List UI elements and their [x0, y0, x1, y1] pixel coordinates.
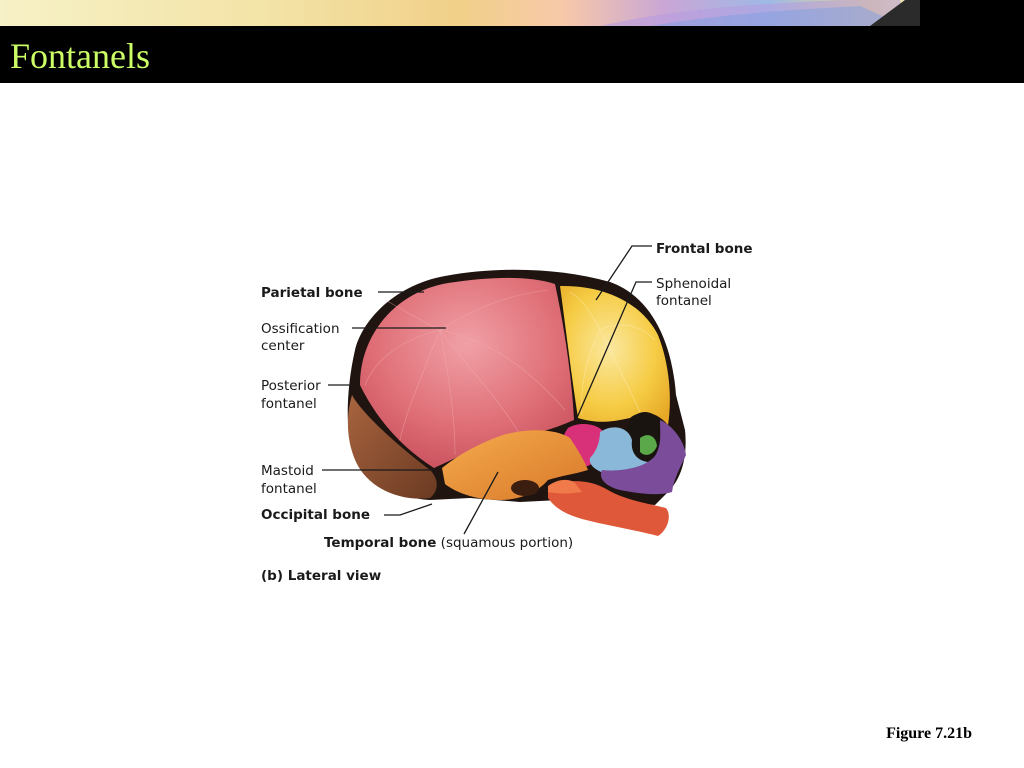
label-sphenoidal-fontanel-line1: Sphenoidal [656, 276, 731, 292]
view-caption-letter: (b) [261, 568, 283, 584]
parietal-bone [360, 277, 574, 468]
figure-reference: Figure 7.21b [886, 725, 972, 742]
view-caption-name: Lateral view [283, 568, 381, 584]
label-mastoid-fontanel-line2: fontanel [261, 481, 317, 497]
label-ossification-center-line2: center [261, 338, 305, 354]
leader-occipital-bone [384, 503, 433, 516]
ethmoid-bone [640, 435, 657, 455]
ear-canal [511, 480, 539, 496]
label-posterior-fontanel-line2: fontanel [261, 396, 317, 412]
mandible-ramus [548, 479, 582, 494]
label-frontal-bone: Frontal bone [656, 241, 753, 257]
temporal-bone [442, 430, 588, 500]
parietal-texture [364, 289, 566, 456]
leader-temporal-bone [463, 471, 499, 535]
label-temporal-bone: Temporal bone (squamous portion) [324, 535, 573, 551]
maxilla-bone [600, 420, 686, 495]
label-posterior-fontanel-line1: Posterior [261, 378, 321, 394]
top-decorative-strip [0, 0, 1024, 26]
leader-sphenoidal-fontanel [575, 281, 652, 421]
occipital-bone [347, 395, 437, 499]
frontal-bone [560, 285, 670, 425]
leader-frontal-bone [595, 245, 652, 301]
label-temporal-bone-name: Temporal bone [324, 535, 436, 551]
label-occipital-bone: Occipital bone [261, 507, 370, 523]
zygomatic-bone [589, 427, 650, 477]
label-sphenoidal-fontanel-line2: fontanel [656, 293, 712, 309]
label-ossification-center-line1: Ossification [261, 321, 340, 337]
slide-title: Fontanels [10, 36, 150, 76]
label-mastoid-fontanel-line1: Mastoid [261, 463, 314, 479]
label-parietal-bone: Parietal bone [261, 285, 363, 301]
title-bar [0, 26, 1024, 83]
view-caption: (b) Lateral view [261, 568, 381, 584]
label-temporal-bone-note: (squamous portion) [436, 535, 573, 551]
decorative-banner-graphic [0, 0, 1024, 26]
mandible-bone [548, 481, 669, 536]
